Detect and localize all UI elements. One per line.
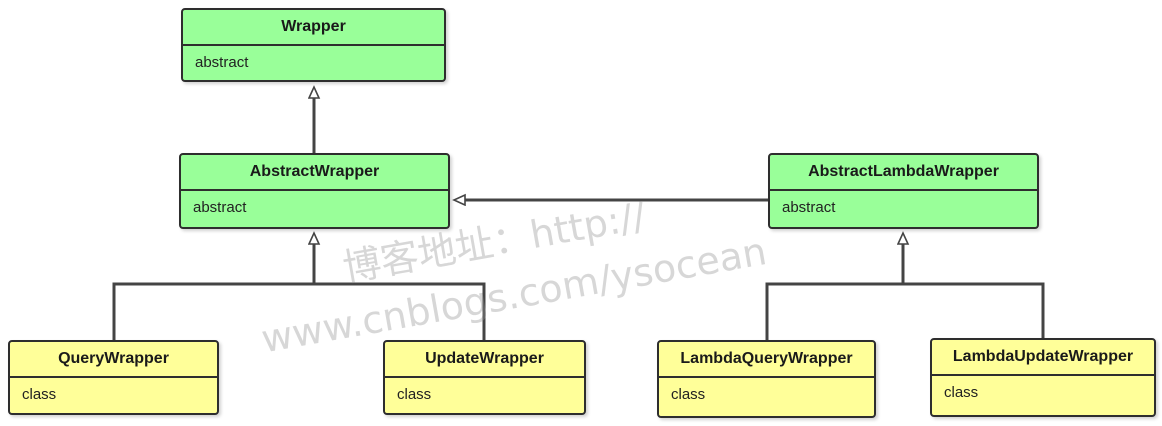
class-kind: class <box>397 386 432 403</box>
class-box-wrapper[interactable]: Wrapper abstract <box>181 8 446 82</box>
class-name: Wrapper <box>183 10 444 46</box>
class-name: UpdateWrapper <box>385 342 584 378</box>
class-box-lambdaupdatewrapper[interactable]: LambdaUpdateWrapper class <box>930 338 1156 417</box>
class-box-lambdaquerywrapper[interactable]: LambdaQueryWrapper class <box>657 340 876 418</box>
class-kind: abstract <box>193 199 247 216</box>
class-name: AbstractWrapper <box>181 155 448 191</box>
class-kind: abstract <box>195 54 249 71</box>
class-box-abstractwrapper[interactable]: AbstractWrapper abstract <box>179 153 450 229</box>
class-kind: class <box>22 386 57 403</box>
class-kind: abstract <box>782 199 836 216</box>
edge-updatewrapper-to-abstractwrapper <box>314 282 486 340</box>
class-kind: class <box>671 386 706 403</box>
edge-lambdaupdatewrapper-to-abstractlambdawrapper <box>903 282 1045 338</box>
class-box-querywrapper[interactable]: QueryWrapper class <box>8 340 219 415</box>
class-name: QueryWrapper <box>10 342 217 378</box>
class-kind: class <box>944 384 979 401</box>
edge-lambdaquerywrapper-to-abstractlambdawrapper <box>765 282 903 340</box>
class-name: LambdaUpdateWrapper <box>932 340 1154 376</box>
class-box-abstractlambdawrapper[interactable]: AbstractLambdaWrapper abstract <box>768 153 1039 229</box>
edge-querywrapper-to-abstractwrapper <box>112 282 314 340</box>
class-box-updatewrapper[interactable]: UpdateWrapper class <box>383 340 586 415</box>
class-name: AbstractLambdaWrapper <box>770 155 1037 191</box>
class-name: LambdaQueryWrapper <box>659 342 874 378</box>
